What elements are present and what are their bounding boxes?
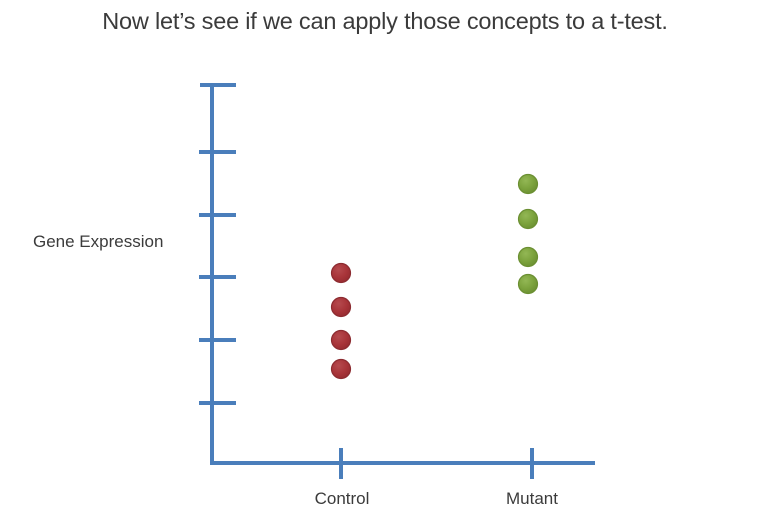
- data-point-control-2: [330, 296, 352, 318]
- y-axis-label: Gene Expression: [33, 232, 164, 251]
- data-point-mutant-2: [517, 208, 539, 230]
- page-title: Now let’s see if we can apply those conc…: [102, 8, 668, 34]
- x-axis-label-control: Control: [314, 489, 370, 508]
- data-point-control-3: [330, 329, 352, 351]
- data-point-control-1: [330, 262, 352, 284]
- data-point-control-4: [330, 358, 352, 380]
- data-point-mutant-4: [517, 273, 539, 295]
- data-point-mutant-3: [517, 246, 539, 268]
- x-axis-label-mutant: Mutant: [506, 489, 558, 508]
- data-point-mutant-1: [517, 173, 539, 195]
